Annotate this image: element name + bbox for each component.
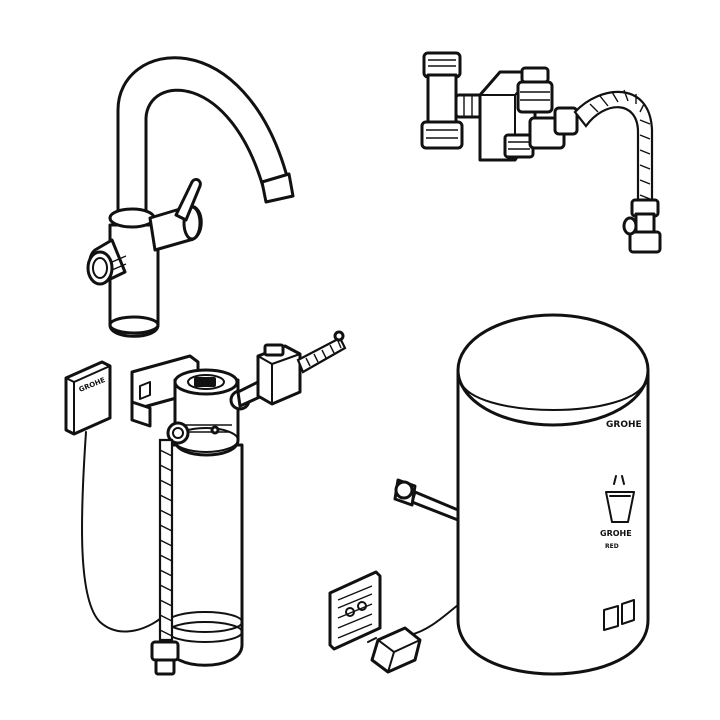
control-box-cable <box>81 431 169 633</box>
wall-control-box: GROHE <box>64 360 169 633</box>
boiler-logo: GROHE <box>606 420 642 430</box>
boiler-lid <box>456 313 650 427</box>
valve-braided-hose <box>573 90 654 207</box>
water-filter-unit <box>130 330 347 676</box>
boiler-body <box>456 370 650 676</box>
boiler-power-cord <box>409 604 459 636</box>
valve-assembly <box>420 51 662 254</box>
boiler-logo-small: GROHE <box>600 529 632 538</box>
faucet-lever <box>174 177 202 222</box>
boiler-sub-text: RED <box>605 543 619 550</box>
label-plate <box>328 570 382 651</box>
kitchen-faucet <box>86 56 295 338</box>
power-plug <box>367 626 422 674</box>
boiler-tank: GROHE GROHE RED <box>393 313 650 676</box>
